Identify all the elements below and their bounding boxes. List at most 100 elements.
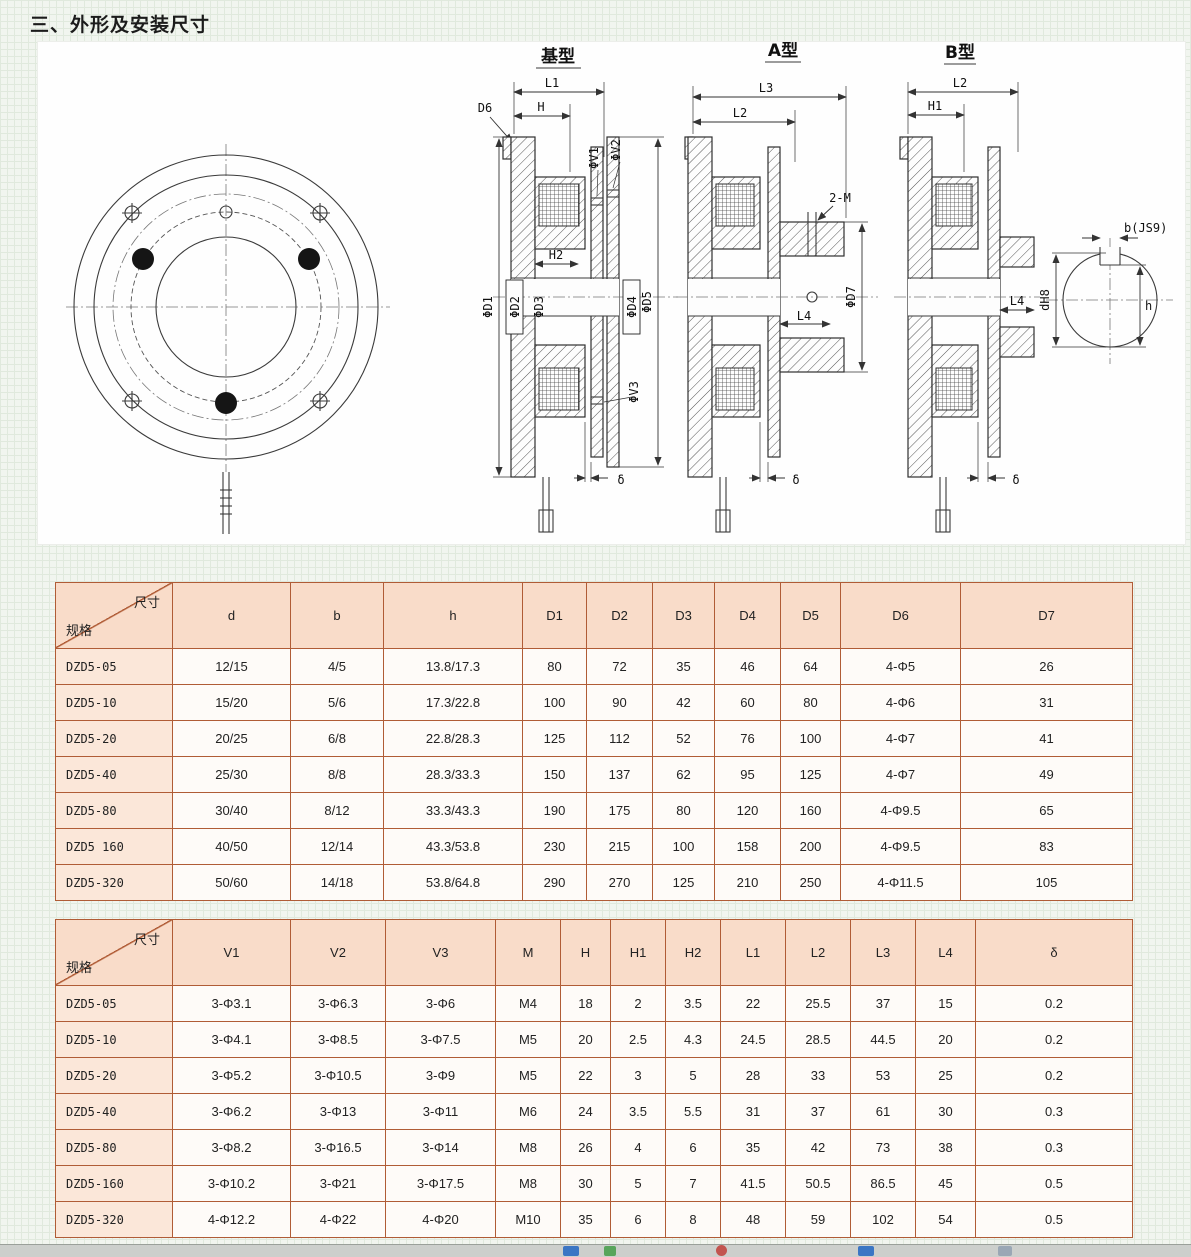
value-cell: 3-Φ7.5 <box>385 1021 496 1058</box>
value-cell: 38 <box>915 1129 976 1166</box>
taskbar-icon-fragment <box>604 1246 616 1256</box>
value-cell: 80 <box>522 648 587 685</box>
value-cell: 4-Φ6 <box>840 684 961 721</box>
section-a-view: A型 L3 L2 2-M ΦD7 L4 <box>676 42 878 533</box>
dim-H: H <box>537 100 544 114</box>
value-cell: 105 <box>960 864 1133 901</box>
value-cell: 100 <box>780 720 841 757</box>
value-cell: 53.8/64.8 <box>383 864 523 901</box>
value-cell: 3-Φ5.2 <box>172 1057 291 1094</box>
value-cell: 28 <box>720 1057 786 1094</box>
value-cell: 3-Φ9 <box>385 1057 496 1094</box>
lead-wires <box>538 477 554 533</box>
dim-D5: ΦD5 <box>640 291 654 313</box>
value-cell: 41 <box>960 720 1133 757</box>
value-cell: 102 <box>850 1201 916 1238</box>
value-cell: 0.3 <box>975 1093 1133 1130</box>
value-cell: 4-Φ9.5 <box>840 792 961 829</box>
column-header: V2 <box>290 919 386 986</box>
filled-holes <box>132 248 320 414</box>
column-header: D5 <box>780 582 841 649</box>
value-cell: 3-Φ13 <box>290 1093 386 1130</box>
column-header: H <box>560 919 611 986</box>
value-cell: 3-Φ10.2 <box>172 1165 291 1202</box>
dim-L1: L1 <box>545 76 559 90</box>
value-cell: 31 <box>960 684 1133 721</box>
dim-d: dH8 <box>1038 289 1052 311</box>
value-cell: 112 <box>586 720 653 757</box>
dim-b: b(JS9) <box>1124 221 1167 235</box>
value-cell: 95 <box>714 756 781 793</box>
column-header: L1 <box>720 919 786 986</box>
value-cell: 73 <box>850 1129 916 1166</box>
corner-label-top: 尺寸 <box>133 932 160 947</box>
value-cell: 4-Φ20 <box>385 1201 496 1238</box>
bottom-strip <box>0 1244 1191 1257</box>
value-cell: 3-Φ8.5 <box>290 1021 386 1058</box>
value-cell: 8/12 <box>290 792 384 829</box>
column-header: V1 <box>172 919 291 986</box>
value-cell: 5 <box>610 1165 666 1202</box>
view-label-b: B型 <box>945 42 975 63</box>
value-cell: 100 <box>652 828 715 865</box>
value-cell: 52 <box>652 720 715 757</box>
value-cell: 290 <box>522 864 587 901</box>
value-cell: 5 <box>665 1057 721 1094</box>
dim-D4: ΦD4 <box>625 296 639 318</box>
value-cell: 25 <box>915 1057 976 1094</box>
value-cell: 20/25 <box>172 720 291 757</box>
front-view <box>66 144 390 534</box>
model-cell: DZD5-320 <box>55 1201 173 1238</box>
column-header: H2 <box>665 919 721 986</box>
value-cell: 6 <box>610 1201 666 1238</box>
dim-D2: ΦD2 <box>508 296 522 318</box>
value-cell: 35 <box>652 648 715 685</box>
value-cell: 31 <box>720 1093 786 1130</box>
value-cell: 3-Φ8.2 <box>172 1129 291 1166</box>
value-cell: 4 <box>610 1129 666 1166</box>
dim-H1: H1 <box>928 99 942 113</box>
value-cell: 3.5 <box>610 1093 666 1130</box>
mounting-holes <box>122 203 330 411</box>
model-cell: DZD5-80 <box>55 1129 173 1166</box>
value-cell: 4-Φ5 <box>840 648 961 685</box>
value-cell: 7 <box>665 1165 721 1202</box>
value-cell: 215 <box>586 828 653 865</box>
lead-wires-a <box>715 477 731 533</box>
value-cell: 44.5 <box>850 1021 916 1058</box>
corner-header: 尺寸规格 <box>55 919 173 986</box>
value-cell: M10 <box>495 1201 561 1238</box>
value-cell: 2 <box>610 985 666 1022</box>
value-cell: 15 <box>915 985 976 1022</box>
column-header: h <box>383 582 523 649</box>
dim-D3: ΦD3 <box>532 296 546 318</box>
value-cell: 120 <box>714 792 781 829</box>
value-cell: 4-Φ7 <box>840 720 961 757</box>
value-cell: 0.2 <box>975 1057 1133 1094</box>
dim-L2-a: L2 <box>733 106 747 120</box>
diagonal-divider <box>56 920 172 985</box>
value-cell: 4/5 <box>290 648 384 685</box>
value-cell: 26 <box>560 1129 611 1166</box>
value-cell: 3-Φ14 <box>385 1129 496 1166</box>
value-cell: 3-Φ3.1 <box>172 985 291 1022</box>
corner-label-bottom: 规格 <box>66 623 93 638</box>
column-header: D7 <box>960 582 1133 649</box>
value-cell: 4.3 <box>665 1021 721 1058</box>
lead-wires-b <box>935 477 951 533</box>
value-cell: M4 <box>495 985 561 1022</box>
model-cell: DZD5-40 <box>55 756 173 793</box>
model-cell: DZD5-10 <box>55 1021 173 1058</box>
column-header: M <box>495 919 561 986</box>
column-header: D4 <box>714 582 781 649</box>
value-cell: 4-Φ11.5 <box>840 864 961 901</box>
dim-L4-b: L4 <box>1010 294 1024 308</box>
value-cell: 49 <box>960 756 1133 793</box>
column-header: V3 <box>385 919 496 986</box>
model-cell: DZD5-05 <box>55 648 173 685</box>
